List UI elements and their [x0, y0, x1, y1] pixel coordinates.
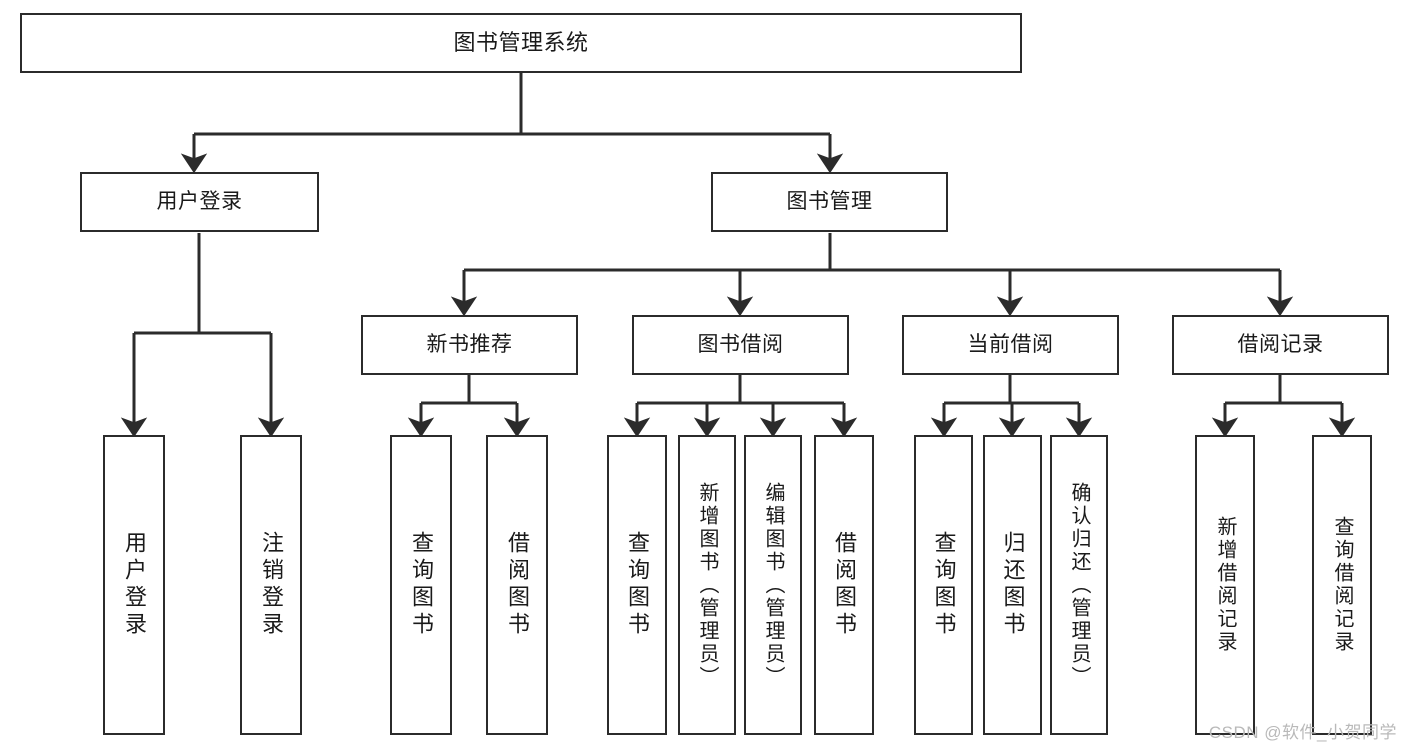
- node-leaf-user-login[interactable]: 用户登录: [103, 435, 165, 735]
- node-label: 用户登录: [122, 531, 147, 639]
- node-leaf-return-book[interactable]: 归还图书: [983, 435, 1042, 735]
- node-label: 归还图书: [1000, 531, 1026, 639]
- node-new-book-recommendation[interactable]: 新书推荐: [361, 315, 578, 375]
- node-borrowing-record[interactable]: 借阅记录: [1172, 315, 1389, 375]
- node-label: 新增借阅记录: [1214, 516, 1236, 654]
- node-leaf-query-book-current[interactable]: 查询图书: [914, 435, 973, 735]
- node-label: 编辑图书（管理员）: [762, 481, 784, 689]
- node-leaf-logout[interactable]: 注销登录: [240, 435, 302, 735]
- node-leaf-add-book-admin[interactable]: 新增图书（管理员）: [678, 435, 736, 735]
- node-label: 图书管理: [786, 189, 873, 213]
- node-leaf-confirm-return-admin[interactable]: 确认归还（管理员）: [1050, 435, 1108, 735]
- node-label: 查询图书: [409, 531, 434, 639]
- node-label: 查询图书: [625, 531, 650, 639]
- node-label: 借阅记录: [1237, 332, 1324, 356]
- node-label: 图书管理系统: [453, 30, 589, 56]
- node-label: 新书推荐: [426, 332, 513, 356]
- node-leaf-query-book-borrow[interactable]: 查询图书: [607, 435, 667, 735]
- node-leaf-add-borrow-record[interactable]: 新增借阅记录: [1195, 435, 1255, 735]
- node-current-borrowing[interactable]: 当前借阅: [902, 315, 1119, 375]
- node-label: 查询借阅记录: [1331, 516, 1353, 654]
- node-label: 查询图书: [931, 531, 957, 639]
- node-book-management[interactable]: 图书管理: [711, 172, 948, 232]
- node-label: 用户登录: [156, 189, 243, 213]
- node-leaf-lend-book[interactable]: 借阅图书: [814, 435, 874, 735]
- node-leaf-query-book-recommend[interactable]: 查询图书: [390, 435, 452, 735]
- node-label: 当前借阅: [967, 332, 1054, 356]
- node-book-borrowing[interactable]: 图书借阅: [632, 315, 849, 375]
- node-label: 新增图书（管理员）: [696, 481, 718, 689]
- node-leaf-borrow-book-recommend[interactable]: 借阅图书: [486, 435, 548, 735]
- node-user-login[interactable]: 用户登录: [80, 172, 319, 232]
- node-label: 图书借阅: [697, 332, 784, 356]
- node-label: 注销登录: [259, 531, 284, 639]
- node-root-book-management-system[interactable]: 图书管理系统: [20, 13, 1022, 73]
- node-label: 确认归还（管理员）: [1068, 481, 1090, 689]
- node-leaf-query-borrow-record[interactable]: 查询借阅记录: [1312, 435, 1372, 735]
- node-leaf-edit-book-admin[interactable]: 编辑图书（管理员）: [744, 435, 802, 735]
- node-label: 借阅图书: [505, 531, 530, 639]
- node-label: 借阅图书: [832, 531, 857, 639]
- csdn-watermark: CSDN @软件_小贺同学: [1208, 723, 1397, 742]
